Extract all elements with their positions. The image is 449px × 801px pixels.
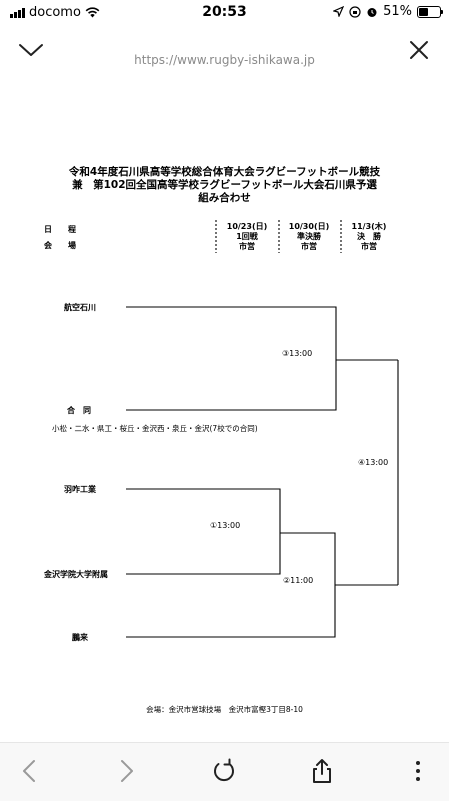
schedule-round: 準決勝 xyxy=(297,232,321,241)
schedule-col-1: 10/23(日) 1回戦 市営 xyxy=(217,222,277,252)
schedule-date: 11/3(木) xyxy=(351,222,387,231)
schedule-round: 決 勝 xyxy=(357,232,381,241)
match-3-time: ③13:00 xyxy=(282,349,313,358)
close-icon[interactable] xyxy=(407,38,431,62)
schedule-date: 10/30(日) xyxy=(288,222,330,231)
share-icon[interactable] xyxy=(308,757,336,785)
schedule-venue: 市営 xyxy=(239,242,255,251)
match-2-time: ②11:00 xyxy=(283,576,314,585)
team-koku-ishikawa: 航空石川 xyxy=(64,303,96,312)
team-joint: 合 同 xyxy=(67,406,91,415)
match-4-time: ④13:00 xyxy=(358,458,389,467)
status-bar: docomo 20:53 51% xyxy=(0,0,449,24)
bracket-lines xyxy=(126,220,399,638)
battery-percent: 51% xyxy=(383,4,412,19)
url-display[interactable]: https://www.rugby-ishikawa.jp xyxy=(134,53,315,67)
doc-title-line-3: 組み合わせ xyxy=(198,192,251,204)
browser-toolbar xyxy=(0,742,449,801)
reload-icon[interactable] xyxy=(210,757,238,785)
schedule-venue: 市営 xyxy=(301,242,317,251)
venue-label: 会 場 xyxy=(44,241,76,250)
more-icon[interactable] xyxy=(404,757,432,785)
team-horai: 鵬来 xyxy=(72,633,88,642)
orientation-lock-icon xyxy=(349,5,361,18)
bracket-document: 令和4年度石川県高等学校総合体育大会ラグビーフットボール競技 兼 第102回全国… xyxy=(0,90,449,740)
schedule-col-3: 11/3(木) 決 勝 市営 xyxy=(341,222,397,252)
venue-note: 会場：金沢市営球技場 金沢市富樫3丁目8-10 xyxy=(146,705,303,714)
browser-header: https://www.rugby-ishikawa.jp xyxy=(0,26,449,76)
signal-icon xyxy=(10,7,25,18)
alarm-icon xyxy=(367,7,377,17)
schedule-col-2: 10/30(日) 準決勝 市営 xyxy=(279,222,339,252)
carrier-info: docomo xyxy=(10,5,100,20)
doc-title-line-1: 令和4年度石川県高等学校総合体育大会ラグビーフットボール競技 xyxy=(68,166,381,178)
schedule-venue: 市営 xyxy=(361,242,377,251)
battery-icon xyxy=(417,5,443,18)
carrier-name: docomo xyxy=(29,5,81,20)
schedule-round: 1回戦 xyxy=(236,232,258,241)
schedule-label: 日 程 xyxy=(44,225,76,234)
chevron-down-icon[interactable] xyxy=(16,38,46,62)
wifi-icon xyxy=(85,7,100,18)
back-icon[interactable] xyxy=(16,757,44,785)
forward-icon[interactable] xyxy=(112,757,140,785)
clock: 20:53 xyxy=(202,4,247,20)
match-1-time: ①13:00 xyxy=(210,521,241,530)
status-indicators: 51% xyxy=(333,4,443,19)
schedule-date: 10/23(日) xyxy=(226,222,268,231)
team-kanazawa-gakuin: 金沢学院大学附属 xyxy=(44,570,108,579)
location-icon xyxy=(333,6,345,17)
joint-team-note: 小松・二水・県工・桜丘・金沢西・泉丘・金沢(7校での合同) xyxy=(52,424,258,433)
team-hakui-kogyo: 羽咋工業 xyxy=(64,485,96,494)
doc-title-line-2: 兼 第102回全国高等学校ラグビーフットボール大会石川県予選 xyxy=(72,179,377,191)
